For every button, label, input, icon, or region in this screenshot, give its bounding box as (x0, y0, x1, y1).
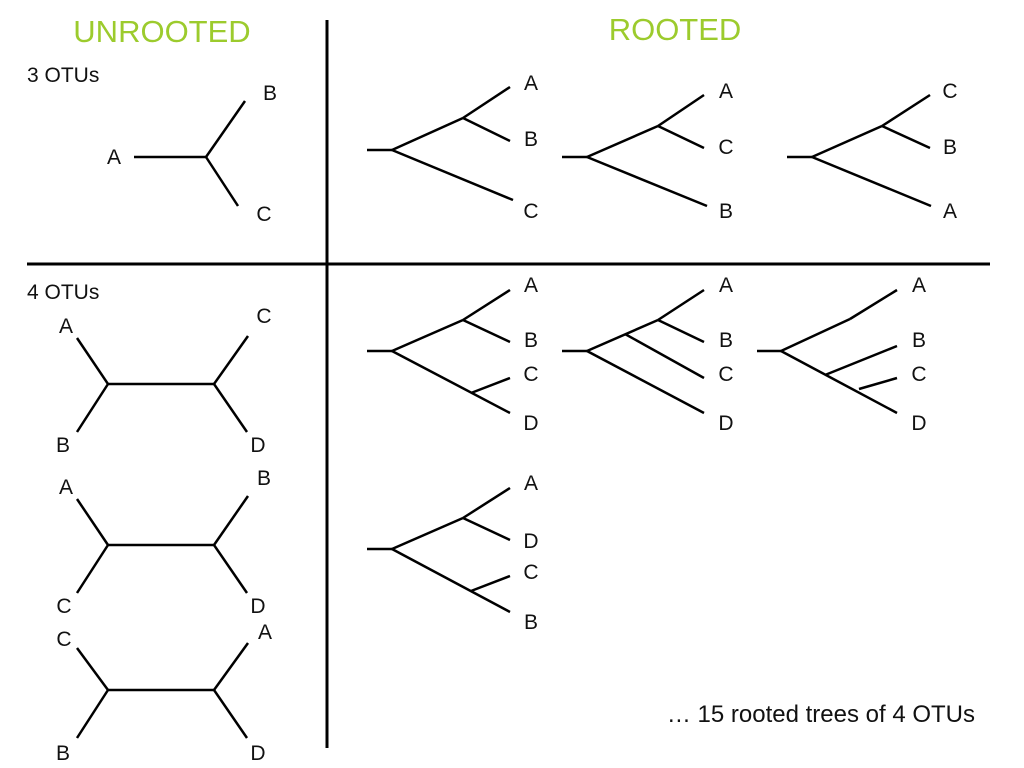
leaf-label: D (718, 412, 733, 435)
section-label-3-otus: 3 OTUs (27, 64, 99, 87)
leaf-label: A (719, 80, 733, 103)
rooted-tree-4-otus-4: A D C B (367, 472, 539, 634)
leaf-label: B (524, 329, 538, 352)
leaf-label: C (911, 363, 926, 386)
leaf-label: B (943, 136, 957, 159)
leaf-label: B (56, 742, 70, 765)
section-label-4-otus: 4 OTUs (27, 281, 99, 304)
leaf-label: A (524, 72, 538, 95)
leaf-label: C (256, 203, 271, 226)
leaf-label: A (59, 476, 73, 499)
leaf-label: D (911, 412, 926, 435)
leaf-label: B (524, 611, 538, 634)
leaf-label: C (523, 561, 538, 584)
leaf-label: A (719, 274, 733, 297)
leaf-label: C (256, 305, 271, 328)
rooted-tree-4-otus-1: A B C D (367, 274, 539, 435)
unrooted-tree-4-otus-1: A B C D (56, 305, 272, 457)
leaf-label: A (258, 621, 272, 644)
leaf-label: B (263, 82, 277, 105)
leaf-label: A (524, 472, 538, 495)
unrooted-header: UNROOTED (73, 14, 250, 49)
leaf-label: B (719, 200, 733, 223)
leaf-label: C (942, 80, 957, 103)
leaf-label: C (523, 200, 538, 223)
leaf-label: A (524, 274, 538, 297)
unrooted-tree-3-otus: A B C (107, 82, 277, 226)
leaf-label: C (56, 628, 71, 651)
rooted-tree-4-otus-2: A B C D (562, 274, 734, 435)
leaf-label: D (523, 530, 538, 553)
leaf-label: D (523, 412, 538, 435)
unrooted-tree-4-otus-2: A C B D (56, 467, 271, 618)
leaf-label: C (718, 363, 733, 386)
leaf-label: D (250, 595, 265, 618)
rooted-tree-3-otus-1: A B C (367, 72, 539, 223)
leaf-label: C (56, 595, 71, 618)
footnote: … 15 rooted trees of 4 OTUs (667, 701, 975, 728)
leaf-label: A (107, 146, 121, 169)
rooted-tree-3-otus-2: A C B (562, 80, 734, 223)
leaf-label: C (718, 136, 733, 159)
leaf-label: B (719, 329, 733, 352)
leaf-label: A (59, 315, 73, 338)
rooted-tree-3-otus-3: C B A (787, 80, 958, 223)
leaf-label: D (250, 434, 265, 457)
leaf-label: A (943, 200, 957, 223)
leaf-label: C (523, 363, 538, 386)
leaf-label: D (250, 742, 265, 765)
leaf-label: B (257, 467, 271, 490)
rooted-header: ROOTED (609, 12, 742, 47)
leaf-label: B (56, 434, 70, 457)
rooted-tree-4-otus-3: A B C D (757, 274, 927, 435)
unrooted-tree-4-otus-3: C B A D (56, 621, 272, 765)
leaf-label: B (524, 128, 538, 151)
leaf-label: A (912, 274, 926, 297)
leaf-label: B (912, 329, 926, 352)
